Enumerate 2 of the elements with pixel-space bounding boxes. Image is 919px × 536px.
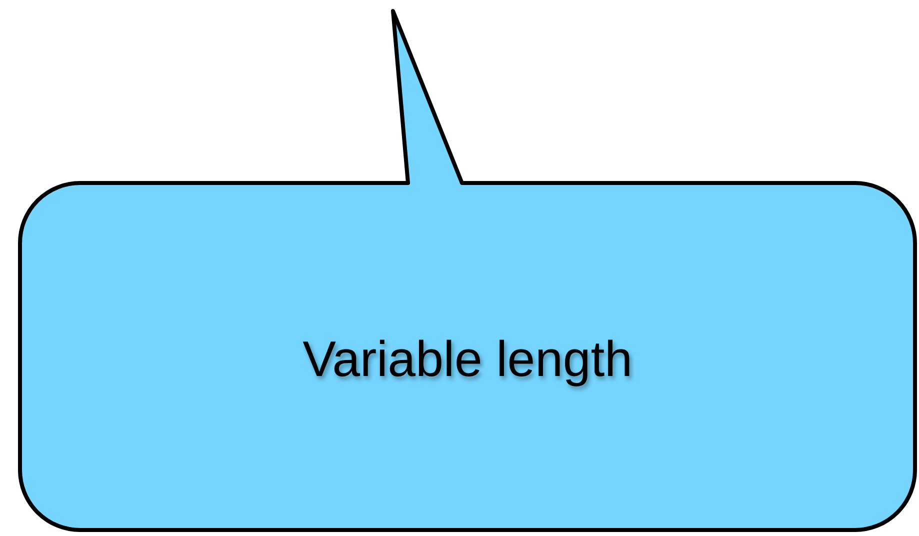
callout-text: Variable length bbox=[302, 330, 634, 388]
speech-bubble bbox=[18, 8, 917, 534]
